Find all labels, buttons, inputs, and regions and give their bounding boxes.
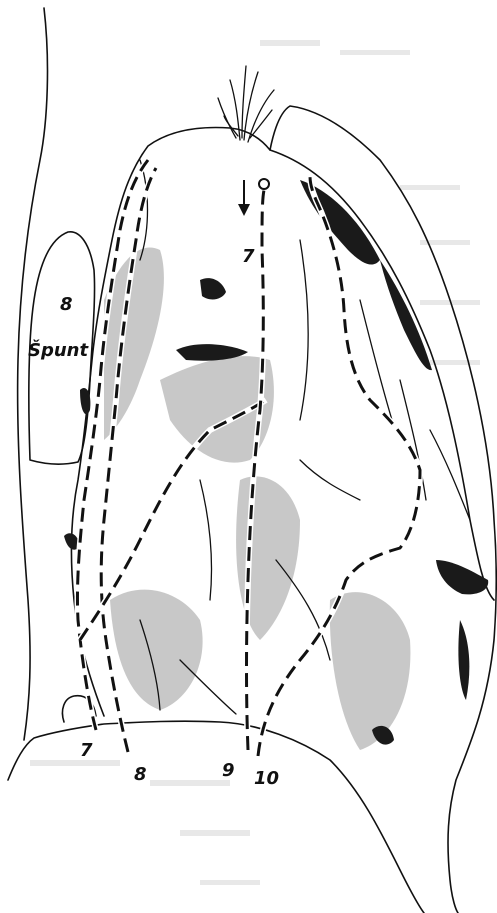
right-buttress-outline bbox=[270, 150, 494, 600]
route-top-number-label: 7 bbox=[242, 246, 255, 267]
summit-bush bbox=[218, 66, 274, 142]
route-7-label: 7 bbox=[80, 740, 93, 761]
formation-name-label: Špunt bbox=[28, 339, 89, 361]
formation-number-label: 8 bbox=[60, 294, 73, 315]
belay-ring-icon bbox=[259, 179, 269, 189]
route-8-label: 8 bbox=[134, 764, 147, 785]
left-terrain-line bbox=[18, 8, 48, 740]
route-9-label: 9 bbox=[222, 760, 235, 781]
rock-shading bbox=[64, 180, 488, 750]
down-arrow-icon bbox=[238, 180, 250, 216]
route-10-label: 10 bbox=[254, 768, 279, 789]
